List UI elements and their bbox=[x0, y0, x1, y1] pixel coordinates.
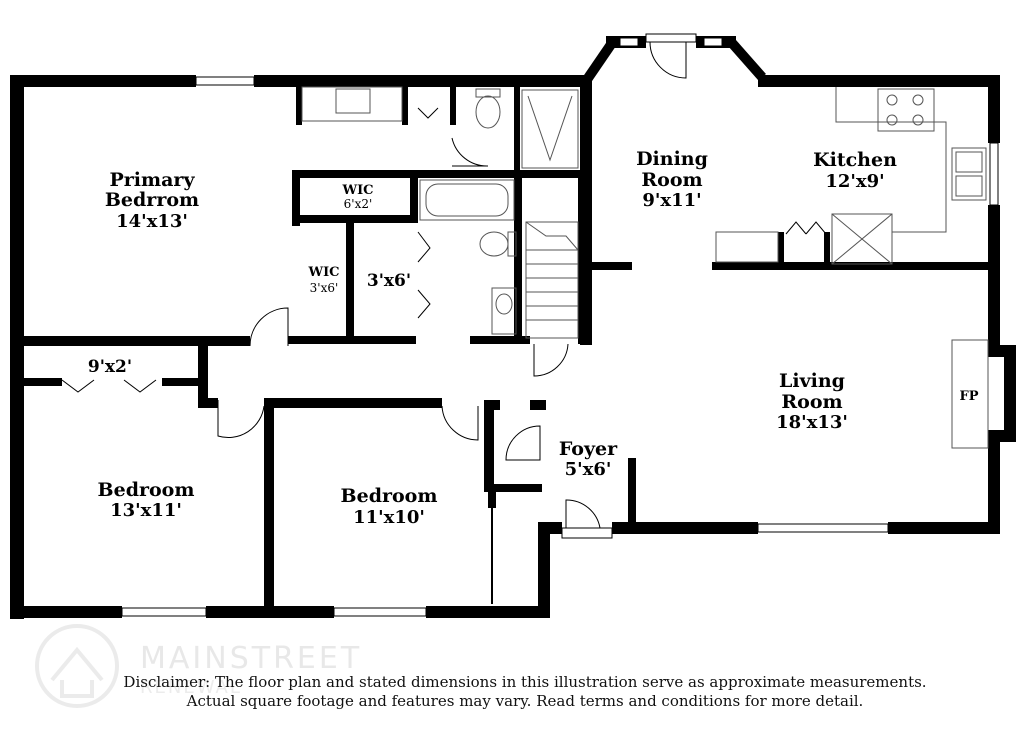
living-room-dimensions: 18'x13' bbox=[776, 412, 848, 433]
foyer-label: Foyer bbox=[559, 438, 618, 460]
bedroom-left-label: Bedroom bbox=[98, 479, 195, 501]
room-labels: Primary Bedrrom 14'x13' WIC 6'x2' WIC 3'… bbox=[88, 148, 979, 528]
fireplace-label: FP bbox=[959, 389, 978, 404]
wic-left-label: WIC bbox=[307, 265, 339, 280]
living-room-label-line2: Room bbox=[781, 391, 842, 413]
kitchen-dimensions: 12'x9' bbox=[825, 171, 884, 192]
wic-top-dimensions: 6'x2' bbox=[344, 197, 373, 211]
bedroom-mid-dimensions: 11'x10' bbox=[353, 507, 425, 528]
dining-room-label-line2: Room bbox=[641, 169, 702, 191]
logo-brand-text: MAINSTREET bbox=[140, 641, 362, 676]
dining-room-label-line1: Dining bbox=[636, 148, 708, 170]
hall-closet-dimensions: 9'x2' bbox=[88, 357, 132, 377]
living-room-label-line1: Living bbox=[779, 370, 845, 392]
bedroom-left-dimensions: 13'x11' bbox=[110, 500, 182, 521]
dining-room-dimensions: 9'x11' bbox=[642, 190, 701, 211]
disclaimer-line2: Actual square footage and features may v… bbox=[186, 692, 864, 710]
bedroom-mid-label: Bedroom bbox=[341, 485, 438, 507]
closet-mid-dimensions: 3'x6' bbox=[367, 271, 411, 291]
kitchen-label: Kitchen bbox=[813, 149, 897, 171]
foyer-dimensions: 5'x6' bbox=[565, 459, 612, 480]
logo-sub-text: RENEWAL bbox=[140, 677, 242, 698]
windows bbox=[121, 76, 999, 617]
wic-left-dimensions: 3'x6' bbox=[310, 281, 339, 295]
wic-top-label: WIC bbox=[341, 183, 373, 198]
primary-bedroom-label-line2: Bedrrom bbox=[105, 189, 199, 211]
primary-bedroom-dimensions: 14'x13' bbox=[116, 211, 188, 232]
doors bbox=[61, 107, 827, 604]
primary-bedroom-label-line1: Primary bbox=[110, 169, 196, 191]
fixtures bbox=[301, 86, 989, 449]
disclaimer-line1: Disclaimer: The floor plan and stated di… bbox=[123, 673, 927, 691]
mainstreet-logo: MAINSTREET RENEWAL bbox=[35, 624, 362, 708]
bay-window bbox=[582, 33, 766, 84]
walls bbox=[10, 75, 1016, 619]
